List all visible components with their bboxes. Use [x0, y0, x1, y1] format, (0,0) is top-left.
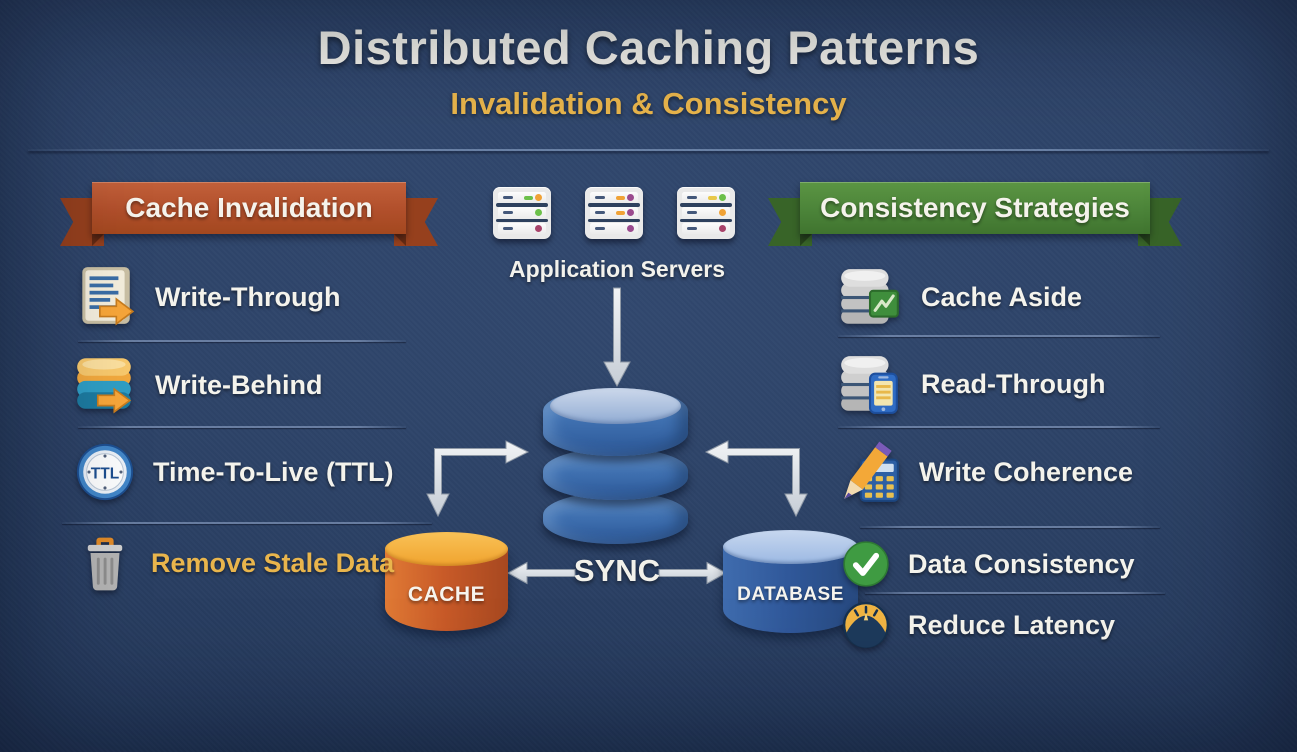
list-item: Write-Behind [72, 353, 323, 417]
list-item-label: Remove Stale Data [151, 547, 395, 578]
list-item: Cache Aside [836, 265, 1082, 329]
gauge-icon [841, 600, 891, 650]
consistency-strategies-banner: Consistency Strategies [768, 182, 1182, 246]
ttl-clock-icon: TTL [74, 441, 136, 503]
disk-stack-icon [72, 352, 138, 418]
server-icon [677, 187, 735, 239]
database-label: DATABASE [737, 583, 844, 605]
banner-label: Consistency Strategies [800, 182, 1150, 234]
cache-invalidation-banner: Cache Invalidation [60, 182, 438, 246]
list-item: Remove Stale Data [76, 531, 394, 595]
list-item-label: Write Coherence [919, 456, 1134, 487]
cache-label: CACHE [407, 582, 486, 606]
right-divider [865, 592, 1165, 594]
sync-arrow-right-icon [658, 561, 728, 585]
right-divider [860, 526, 1160, 528]
left-divider [78, 340, 406, 342]
page-subtitle: Invalidation & Consistency [450, 86, 847, 121]
list-item-label: Write-Through [155, 281, 341, 312]
sync-arrow-left-icon [506, 561, 576, 585]
list-item: Reduce Latency [841, 601, 1115, 649]
list-item-label: Read-Through [921, 368, 1106, 399]
arrow-down-icon [603, 287, 631, 388]
document-arrow-icon [72, 264, 138, 330]
arrow-elbow-left-icon [426, 440, 530, 518]
database-chart-icon [836, 264, 904, 330]
list-item: Data Consistency [841, 540, 1135, 588]
list-item-label: Data Consistency [908, 548, 1135, 579]
header-divider [28, 149, 1269, 151]
list-item: TTL Time-To-Live (TTL) [74, 440, 393, 504]
left-divider [78, 426, 406, 428]
check-circle-icon [841, 539, 891, 589]
page-title: Distributed Caching Patterns [317, 21, 980, 74]
trash-icon [76, 532, 134, 594]
list-item: Write Coherence [836, 440, 1133, 504]
server-icon [585, 187, 643, 239]
list-item: Write-Through [72, 265, 340, 329]
database-cylinder: DATABASE [723, 530, 858, 633]
arrow-elbow-right-icon [704, 440, 808, 518]
database-phone-icon [836, 351, 904, 417]
left-divider [62, 522, 432, 524]
application-servers-label: Application Servers [508, 256, 726, 282]
right-divider [838, 335, 1160, 337]
central-database-stack [543, 388, 688, 544]
banner-label: Cache Invalidation [92, 182, 406, 234]
list-item: Read-Through [836, 352, 1105, 416]
server-icon [493, 187, 551, 239]
cache-cylinder: CACHE [385, 532, 508, 631]
sync-label: SYNC [573, 553, 661, 588]
ttl-icon-text: TTL [91, 465, 119, 482]
pencil-calculator-icon [836, 439, 902, 505]
list-item-label: Cache Aside [921, 281, 1083, 312]
right-divider [838, 426, 1160, 428]
list-item-label: Reduce Latency [908, 609, 1116, 640]
list-item-label: Write-Behind [155, 369, 323, 400]
list-item-label: Time-To-Live (TTL) [153, 456, 394, 487]
